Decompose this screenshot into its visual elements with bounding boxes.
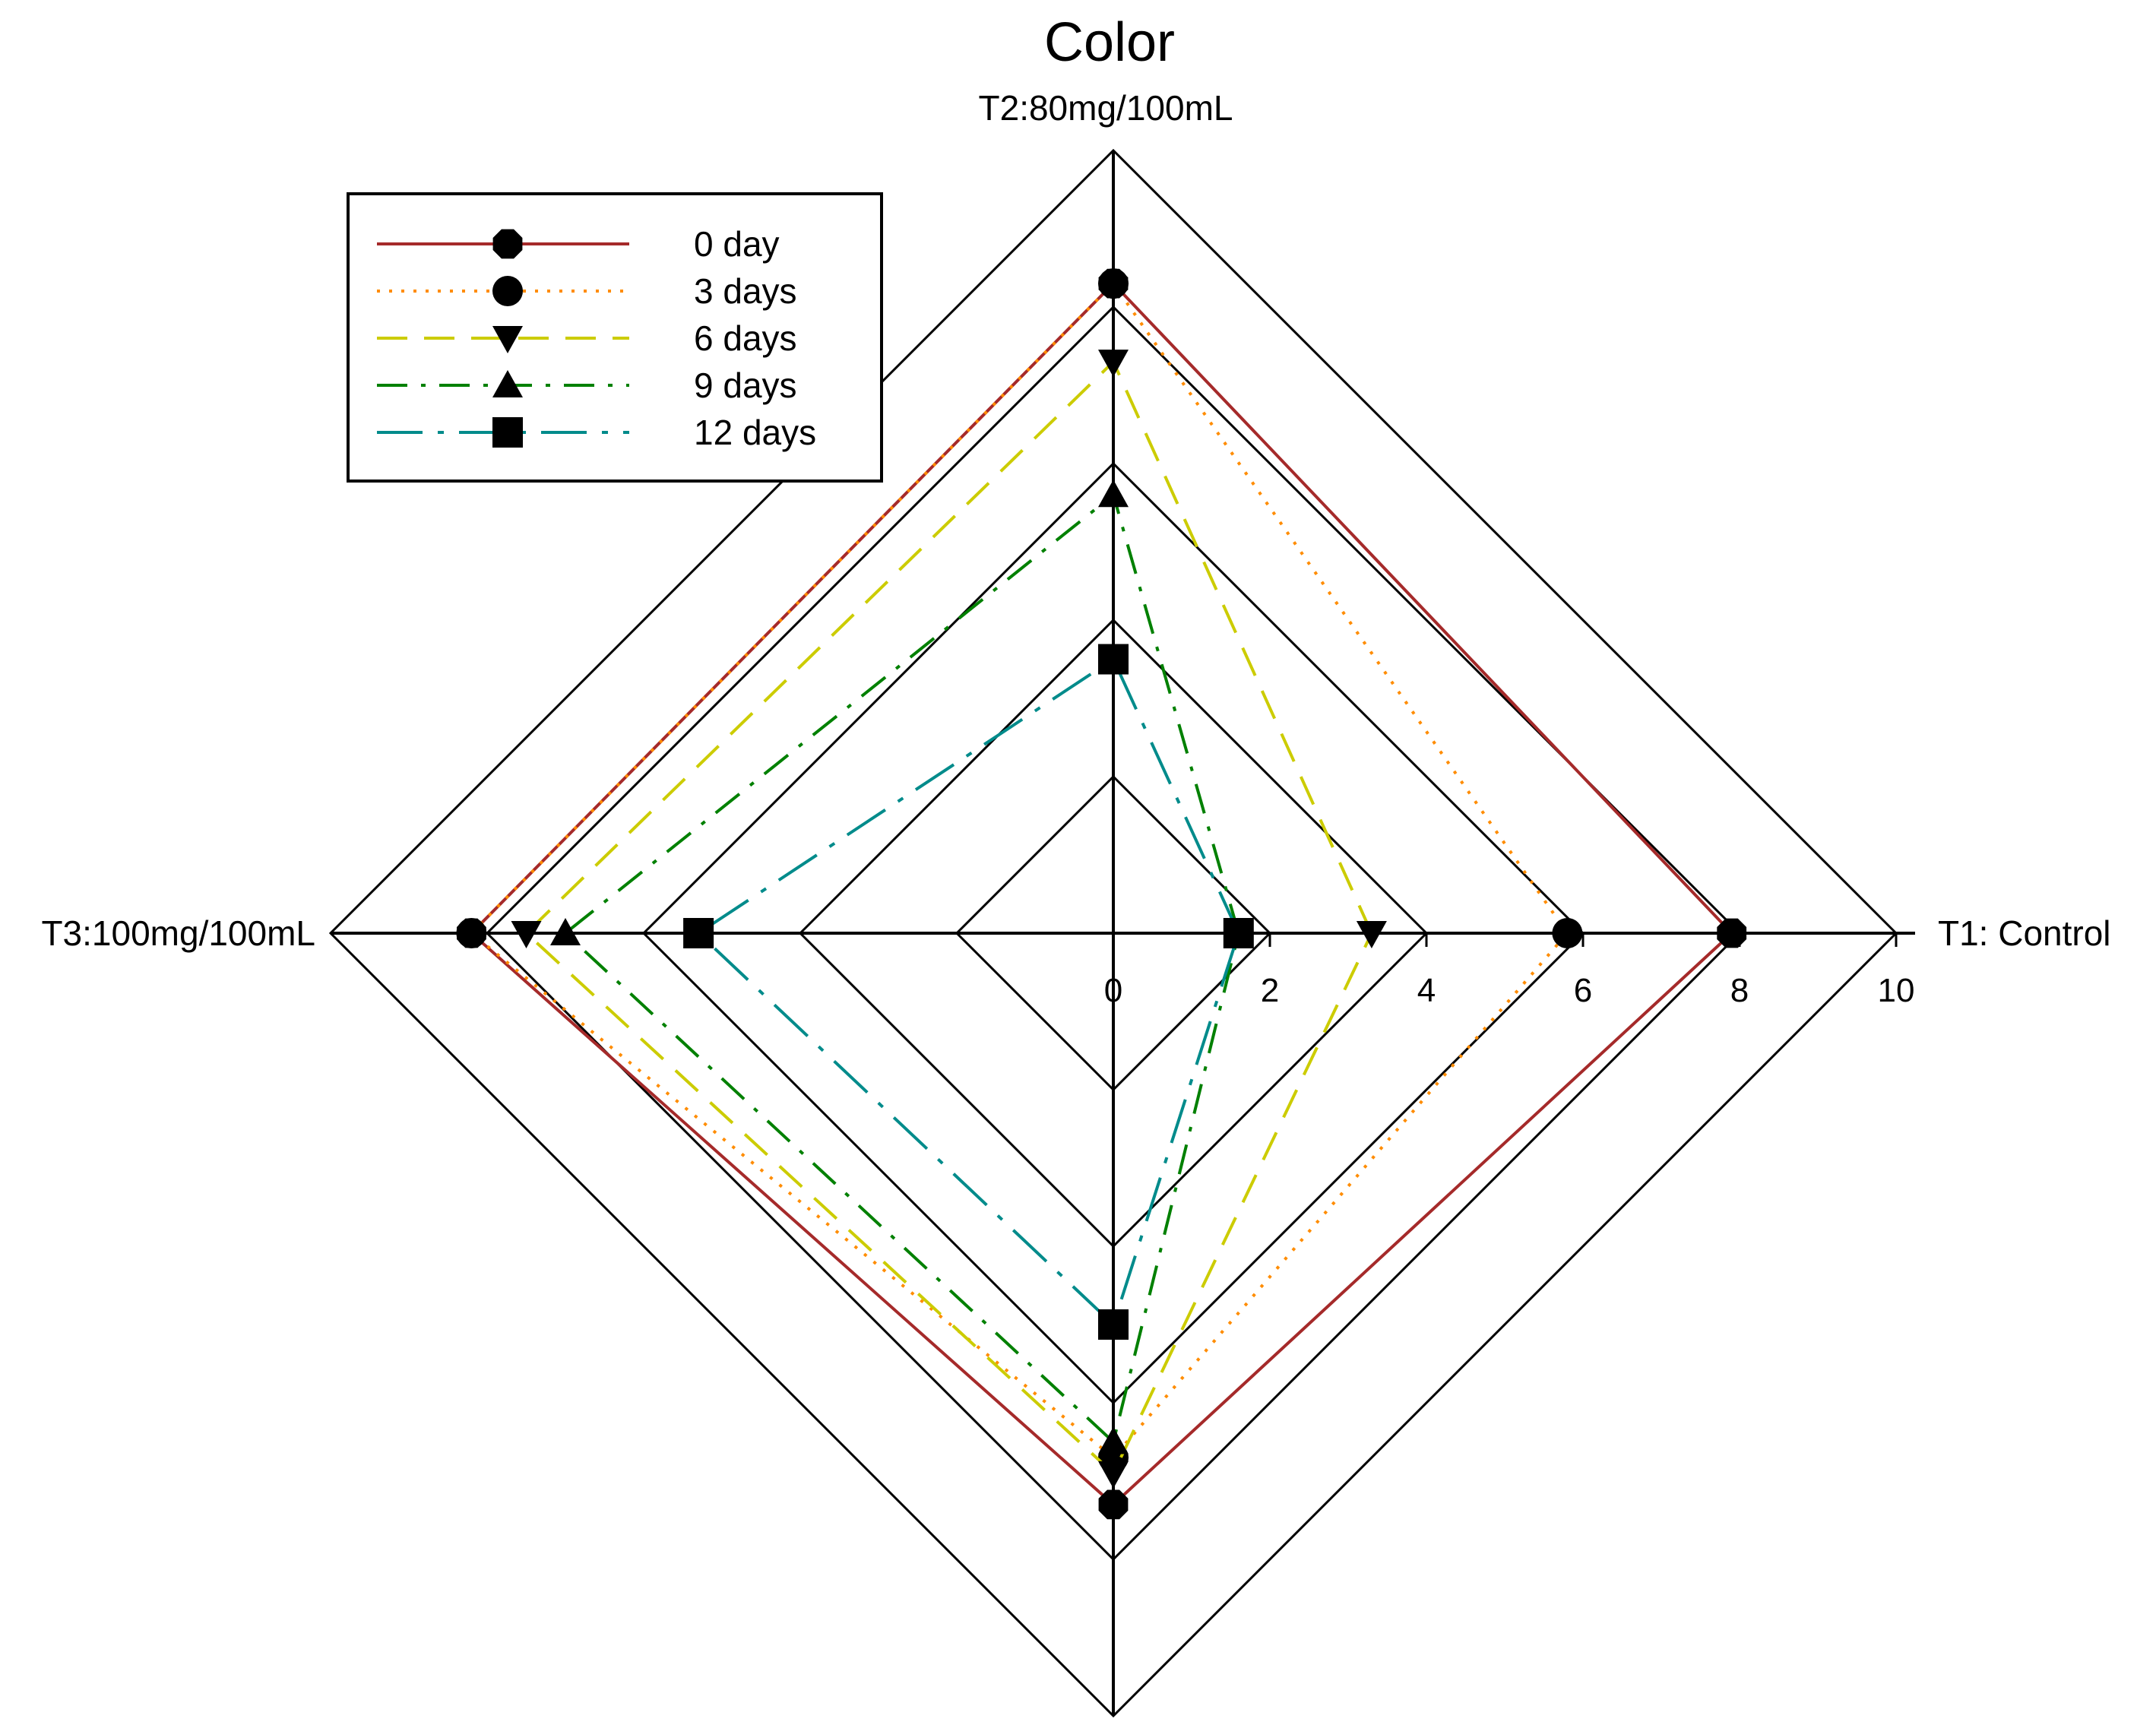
series-line — [695, 657, 1240, 1328]
marker-square — [1098, 644, 1129, 675]
legend-entry: 6 days — [694, 318, 797, 358]
marker-triangle-down — [1098, 350, 1129, 378]
marker-octagon — [1717, 918, 1747, 948]
series-3 — [550, 480, 1254, 1454]
axis-labels: T1: ControlT2:80mg/100mLT3:100mg/100mLT4… — [41, 88, 2111, 953]
marker-triangle-down — [511, 921, 542, 948]
series-group — [456, 268, 1747, 1520]
legend: 0 day 3 days 6 days 9 days 12 days — [347, 192, 883, 483]
series-4 — [683, 644, 1254, 1340]
tick-label: 2 — [1261, 972, 1279, 1009]
series-line — [524, 359, 1374, 1477]
marker-square — [492, 417, 523, 448]
marker-triangle-up — [1098, 480, 1129, 508]
marker-triangle-up — [550, 918, 581, 945]
marker-triangle-up — [1098, 1426, 1129, 1454]
marker-circle — [1552, 918, 1583, 948]
series-line — [562, 492, 1240, 1445]
marker-triangle-down — [492, 326, 523, 353]
marker-triangle-down — [1356, 921, 1387, 948]
chart-title: Color — [1044, 12, 1175, 73]
marker-circle — [456, 918, 487, 948]
axis-label-t1: T1: Control — [1938, 913, 2111, 953]
legend-entry: 9 days — [694, 366, 797, 405]
tick-labels: 0 2 4 6 8 10 — [1104, 933, 1915, 1009]
marker-square — [1223, 918, 1254, 948]
legend-entry: 12 days — [694, 413, 816, 452]
legend-entry: 3 days — [694, 271, 797, 311]
marker-circle — [1098, 268, 1129, 299]
axis-label-t3: T3:100mg/100mL — [41, 913, 315, 953]
tick-label: 8 — [1730, 972, 1749, 1009]
marker-circle — [492, 276, 523, 306]
series-2 — [511, 350, 1387, 1489]
axis-label-t2: T2:80mg/100mL — [979, 88, 1233, 128]
tick-label: 6 — [1574, 972, 1592, 1009]
marker-triangle-up — [492, 370, 523, 397]
marker-square — [1098, 1309, 1129, 1340]
tick-label: 10 — [1878, 972, 1915, 1009]
legend-entry: 0 day — [694, 224, 780, 264]
marker-triangle-down — [1098, 1461, 1129, 1489]
tick-label: 4 — [1417, 972, 1436, 1009]
marker-octagon — [1098, 1489, 1129, 1520]
marker-square — [683, 918, 714, 948]
tick-label: 0 — [1104, 972, 1122, 1009]
marker-octagon — [492, 229, 523, 259]
